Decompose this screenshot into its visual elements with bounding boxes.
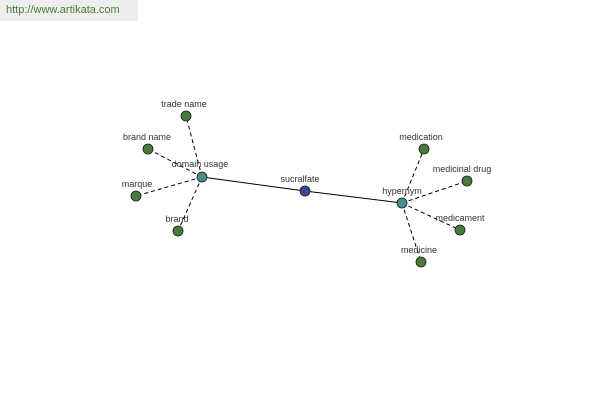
leaf-label-brand-name[interactable]: brand name xyxy=(123,132,171,142)
leaf-node-medicament[interactable] xyxy=(454,224,466,236)
leaf-label-medicament[interactable]: medicament xyxy=(435,213,485,223)
leaf-node-brand[interactable] xyxy=(172,225,184,237)
edge-domain-usage-marque xyxy=(135,176,203,197)
leaf-node-medication[interactable] xyxy=(418,143,430,155)
edge-hypernym-medicine xyxy=(401,202,422,263)
leaf-label-medicinal-drug[interactable]: medicinal drug xyxy=(433,164,492,174)
leaf-node-brand-name[interactable] xyxy=(142,143,154,155)
edge-hypernym-medicament xyxy=(401,202,461,231)
leaf-node-trade-name[interactable] xyxy=(180,110,192,122)
leaf-node-medicinal-drug[interactable] xyxy=(461,175,473,187)
hub-label-domain-usage[interactable]: domain usage xyxy=(172,159,229,169)
leaf-node-medicine[interactable] xyxy=(415,256,427,268)
leaf-label-brand[interactable]: brand xyxy=(165,214,188,224)
leaf-node-marque[interactable] xyxy=(130,190,142,202)
edge-domain-usage-brand-name xyxy=(147,148,203,178)
edge-hypernym-medication xyxy=(401,148,425,204)
leaf-label-marque[interactable]: marque xyxy=(122,179,153,189)
leaf-label-medication[interactable]: medication xyxy=(399,132,443,142)
leaf-label-medicine[interactable]: medicine xyxy=(401,245,437,255)
hub-label-hypernym[interactable]: hypernym xyxy=(382,186,422,196)
edge-domain-usage-trade-name xyxy=(185,115,203,178)
edge-center-hypernym xyxy=(304,190,403,204)
edge-hypernym-medicinal-drug xyxy=(401,180,468,204)
center-label-sucralfate[interactable]: sucralfate xyxy=(280,174,319,184)
url-bar: http://www.artikata.com xyxy=(0,0,138,21)
edge-domain-usage-brand xyxy=(177,176,203,232)
hub-node-hypernym[interactable] xyxy=(396,197,408,209)
center-node-sucralfate[interactable] xyxy=(299,185,311,197)
hub-node-domain-usage[interactable] xyxy=(196,171,208,183)
edge-center-domain-usage xyxy=(201,176,306,192)
url-link[interactable]: http://www.artikata.com xyxy=(6,4,120,16)
leaf-label-trade-name[interactable]: trade name xyxy=(161,99,207,109)
